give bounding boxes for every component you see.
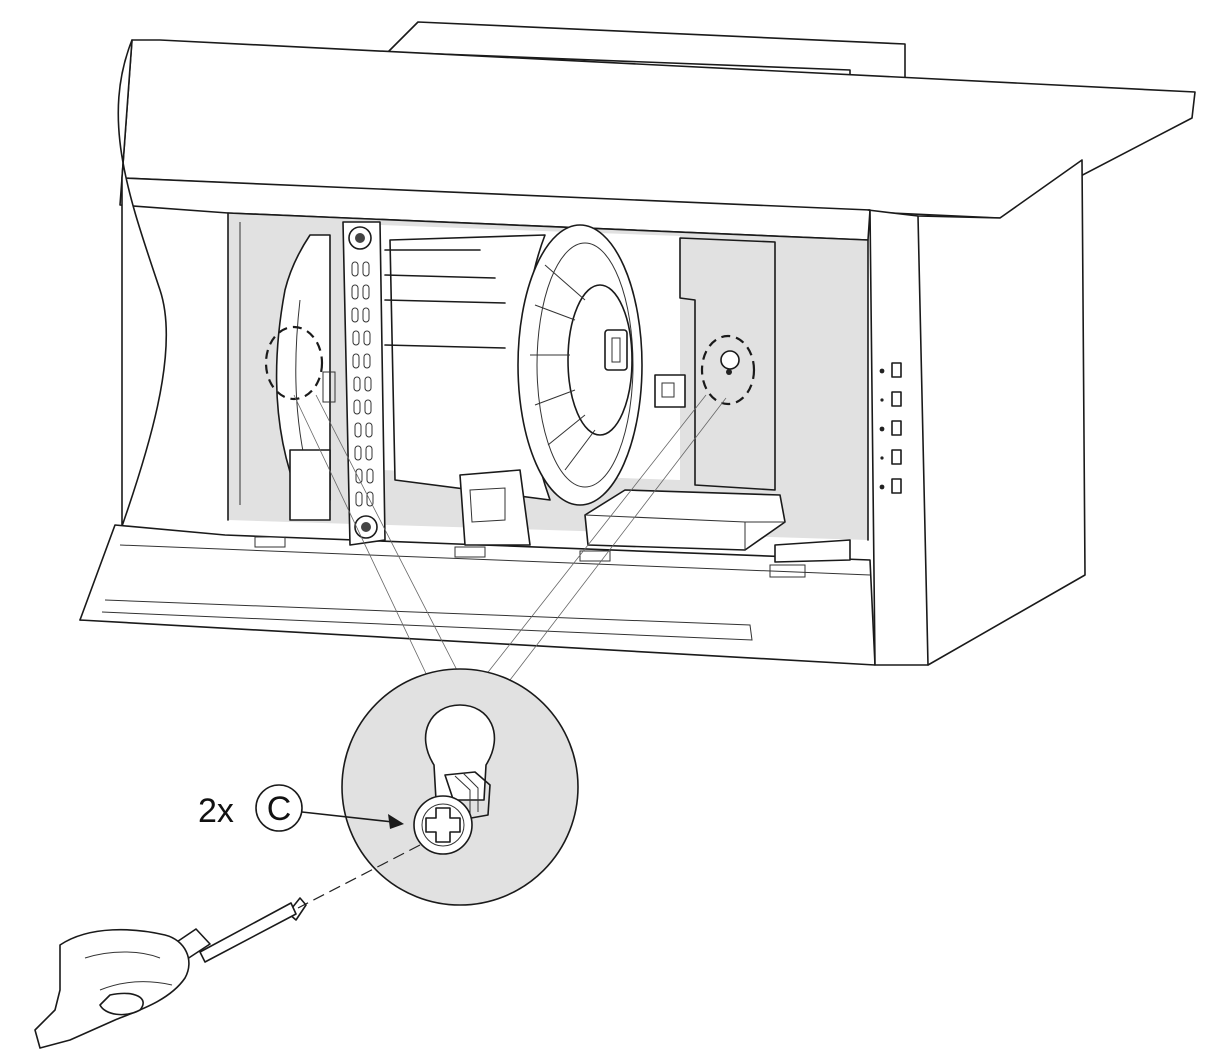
hand-icon [34,928,190,1049]
zoom-detail [341,668,579,906]
highlight-circle-right [700,334,756,406]
mounting-bracket [342,221,386,546]
bracket-slots [351,261,374,507]
hood-housing [79,21,1196,666]
control-button-4[interactable] [891,449,902,465]
cross-head-screw-icon [413,771,491,855]
highlight-circle-left [264,325,324,401]
screw-axis-dashline [297,844,421,909]
blower-motor [275,224,643,546]
part-callout: 2x C [198,784,404,832]
callout-arrow [301,811,394,823]
control-button-3[interactable] [891,420,902,436]
control-button-1[interactable] [891,362,902,378]
part-letter-circle [255,784,303,832]
control-box [254,489,851,578]
control-panel [879,362,902,494]
callout-part-letter: C [267,790,292,828]
control-button-5[interactable] [891,478,902,494]
zoom-leader-lines [293,394,727,683]
callout-quantity: 2x [198,792,234,830]
impeller-blades [530,264,596,471]
control-button-2[interactable] [891,391,902,407]
